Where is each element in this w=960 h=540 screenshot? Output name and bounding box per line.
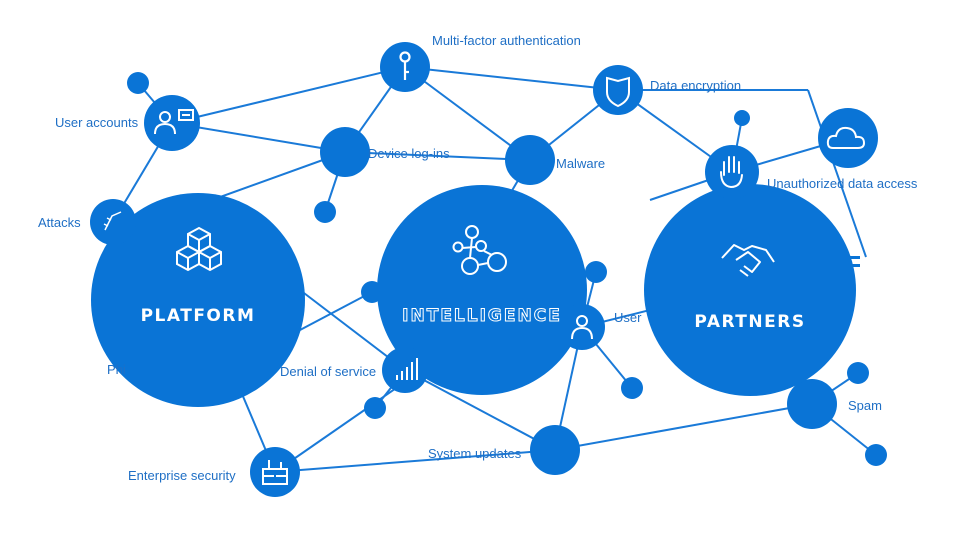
person-icon	[571, 315, 593, 340]
node-mfa	[380, 42, 430, 92]
building-icon	[262, 460, 288, 485]
dot-node	[734, 110, 750, 126]
dot-node	[314, 201, 336, 223]
label-dos: Denial of service	[280, 364, 376, 379]
label-attacks: Attacks	[38, 215, 81, 230]
cubes-icon	[176, 226, 222, 272]
label-system-updates: System updates	[428, 446, 522, 461]
label-mfa: Multi-factor authentication	[432, 33, 581, 48]
hub-platform	[91, 193, 305, 407]
label-unauthorized: Unauthorized data access	[767, 176, 918, 191]
signal-bars-icon	[396, 358, 418, 380]
node-device-logins	[320, 127, 370, 177]
node-system-updates	[530, 425, 580, 475]
partial-node-edge	[850, 256, 860, 259]
node-attacks	[90, 199, 136, 245]
node-user-accounts	[144, 95, 200, 151]
network-nodes-icon	[452, 225, 507, 275]
key-icon	[399, 51, 411, 80]
hub-intelligence-label: INTELLIGENCE	[402, 306, 562, 326]
node-unauthorized	[705, 145, 759, 199]
dot-node	[127, 72, 149, 94]
label-device-logins: Device log-ins	[368, 146, 450, 161]
dot-node	[364, 397, 386, 419]
cloud-icon	[826, 126, 866, 149]
hub-platform-label: PLATFORM	[141, 306, 256, 326]
hub-intelligence	[377, 185, 587, 395]
node-malware	[505, 135, 555, 185]
hand-stop-icon	[720, 156, 743, 189]
label-spam: Spam	[848, 398, 882, 413]
node-dos	[382, 347, 428, 393]
dot-node	[865, 444, 887, 466]
node-user	[559, 304, 605, 350]
user-card-icon	[154, 109, 194, 135]
node-spam	[787, 379, 837, 429]
label-phishing: Phi	[107, 362, 126, 377]
label-user: User	[614, 310, 642, 325]
label-user-accounts: User accounts	[55, 115, 139, 130]
medium-nodes	[320, 127, 837, 475]
node-cloud	[818, 108, 878, 168]
label-enterprise-security: Enterprise security	[128, 468, 236, 483]
handshake-icon	[721, 244, 775, 277]
dot-node	[621, 377, 643, 399]
node-enterprise-security	[250, 447, 300, 497]
dot-node	[585, 261, 607, 283]
label-malware: Malware	[556, 156, 605, 171]
partial-node-edge	[850, 264, 860, 267]
hub-partners-label: PARTNERS	[694, 312, 805, 332]
shield-icon	[606, 76, 630, 108]
label-data-encryption: Data encryption	[650, 78, 741, 93]
dot-node	[847, 362, 869, 384]
node-data-encryption	[593, 65, 643, 115]
bug-icon	[103, 211, 122, 231]
hub-partners	[644, 184, 856, 396]
